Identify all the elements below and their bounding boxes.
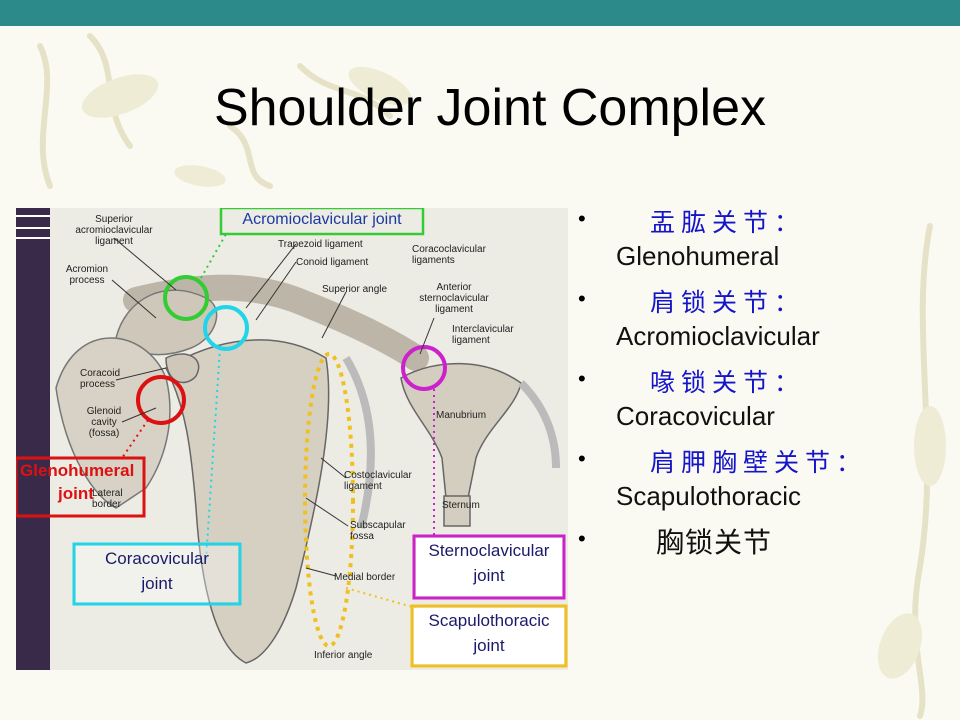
manubrium xyxy=(400,362,522,499)
lateral-border-label: Lateral border xyxy=(92,488,123,510)
coracoclavicular-ligaments-label: Coracoclavicular ligaments xyxy=(412,244,486,266)
sternoclavicular-joint-box: Sternoclavicular joint xyxy=(416,538,562,596)
bullet-dot: • xyxy=(578,446,586,471)
bullet-acromioclavicular: • 肩锁关节： Acromioclavicular xyxy=(578,286,958,352)
manubrium-label: Manubrium xyxy=(436,410,487,421)
coracovicular-circle xyxy=(203,305,249,351)
superior-angle-label: Superior angle xyxy=(322,284,388,295)
anatomy-illustration xyxy=(16,208,568,670)
bullet-dot: • xyxy=(578,366,586,391)
coracovicular-box-line2: joint xyxy=(141,574,173,593)
bullet-english-text: Scapulothoracic xyxy=(616,481,801,511)
trapezoid-ligament-label: Trapezoid ligament xyxy=(278,239,363,250)
coracovicular-joint-box: Coracovicular joint xyxy=(76,546,238,602)
slide-title: Shoulder Joint Complex xyxy=(213,79,767,137)
glenohumeral-box-line2: joint xyxy=(58,484,94,503)
sternum xyxy=(443,495,471,527)
superior-acromioclavicular-ligament-label: Superior acromioclavicular ligament xyxy=(75,214,153,247)
acromion xyxy=(115,289,218,356)
subscapular-fossa-label: Subscapular fossa xyxy=(350,520,406,542)
inferior-angle-label: Inferior angle xyxy=(314,650,373,661)
humeral-head xyxy=(55,337,171,509)
interclavicular-ligament-label: Interclavicular ligament xyxy=(452,324,514,346)
acromion-process-label: Acromion process xyxy=(65,264,109,286)
bullet-english-text: Coracovicular xyxy=(616,401,775,431)
scapula xyxy=(165,339,330,664)
bullet-chinese-text: 肩胛胸壁关节： xyxy=(650,448,868,477)
sternoclavicular-box-line2: joint xyxy=(473,566,505,585)
sternoclavicular-circle xyxy=(401,345,447,391)
bullet-chinese-text: 胸锁关节 xyxy=(656,526,773,559)
coracoid-process-label: Coracoid process xyxy=(80,368,121,390)
scapulothoracic-box-line2: joint xyxy=(473,636,505,655)
glenoid-cavity-label: Glenoid cavity (fossa) xyxy=(86,406,122,439)
bullet-english-text: Acromioclavicular xyxy=(616,321,820,351)
bullet-coracovicular: • 喙锁关节： Coracovicular xyxy=(578,366,958,432)
glenohumeral-box-line1: Glenohumeral xyxy=(20,461,135,480)
sternoclavicular-box-line1: Sternoclavicular xyxy=(428,541,550,560)
acromioclavicular-circle xyxy=(163,275,209,321)
acromioclavicular-joint-box: Acromioclavicular joint xyxy=(242,211,402,228)
costoclavicular-ligament-label: Costoclavicular ligament xyxy=(344,470,412,492)
sternum-label: Sternum xyxy=(442,500,480,511)
coracoid xyxy=(165,353,200,384)
background-leaf-decoration xyxy=(37,33,946,719)
bullet-dot: • xyxy=(578,526,586,551)
anterior-sternoclavicular-ligament-label: Anterior sternoclavicular ligament xyxy=(419,282,489,315)
scapulothoracic-ellipse xyxy=(303,352,355,648)
glenohumeral-circle xyxy=(136,375,186,425)
bullet-chinese-text: 肩锁关节： xyxy=(650,288,806,317)
scapulothoracic-box-line1: Scapulothoracic xyxy=(428,611,550,630)
conoid-ligament-label: Conoid ligament xyxy=(296,257,369,268)
figure-side-strip xyxy=(16,208,50,670)
bullet-chinese-text: 喙锁关节： xyxy=(650,368,806,397)
medial-border-label: Medial border xyxy=(334,572,396,583)
scapulothoracic-joint-box: Scapulothoracic joint xyxy=(414,608,564,664)
coracovicular-box-line1: Coracovicular xyxy=(105,549,209,568)
bullet-dot: • xyxy=(578,206,586,231)
bullet-english-text: Glenohumeral xyxy=(616,241,780,271)
top-accent-bar xyxy=(0,0,960,26)
bullet-chinese-text: 盂肱关节： xyxy=(650,208,806,237)
glenohumeral-joint-box: Glenohumeral joint xyxy=(18,460,142,514)
bullet-sternoclavicular: • 胸锁关节 xyxy=(578,526,958,560)
joint-bullet-list: • 盂肱关节： Glenohumeral • 肩锁关节： Acromioclav… xyxy=(578,206,958,574)
bullet-scapulothoracic: • 肩胛胸壁关节： Scapulothoracic xyxy=(578,446,958,512)
bullet-dot: • xyxy=(578,286,586,311)
bullet-glenohumeral: • 盂肱关节： Glenohumeral xyxy=(578,206,958,272)
shoulder-anatomy-diagram: Acromioclavicular joint Glenohumeral joi… xyxy=(16,208,568,670)
